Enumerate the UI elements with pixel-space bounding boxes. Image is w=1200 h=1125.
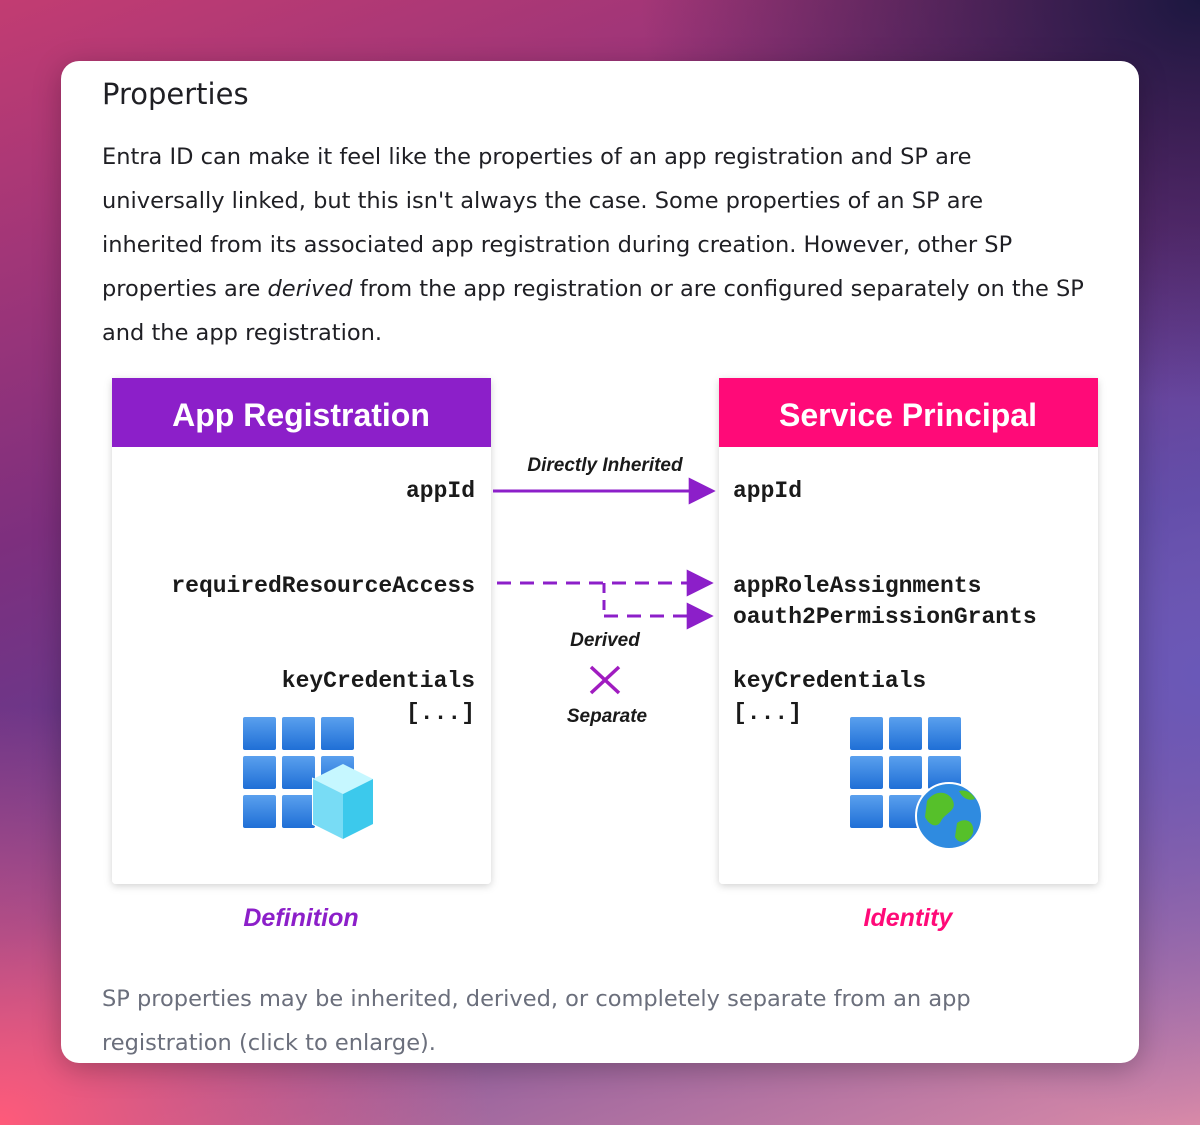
right-prop-oauth2-permission-grants: oauth2PermissionGrants — [733, 604, 1037, 630]
definition-label: Definition — [243, 904, 358, 932]
service-principal-title: Service Principal — [779, 397, 1037, 433]
paragraph-line: inherited from its associated app regist… — [102, 232, 1013, 258]
relation-inherited: Directly Inherited — [493, 455, 716, 505]
body-paragraph: Entra ID can make it feel like the prope… — [102, 135, 1122, 355]
caption-line: SP properties may be inherited, derived,… — [102, 986, 971, 1012]
inherited-label: Directly Inherited — [527, 455, 683, 476]
paragraph-text: from the app registration or are configu… — [352, 276, 1084, 302]
service-principal-box: Service Principal appId appRoleAssignmen… — [719, 378, 1098, 932]
enterprise-app-globe-icon — [850, 717, 983, 850]
properties-diagram[interactable]: App Registration appId requiredResourceA… — [61, 61, 1139, 961]
separate-x-mark — [589, 665, 621, 695]
paragraph-line: Entra ID can make it feel like the prope… — [102, 144, 972, 170]
right-prop-key-credentials: keyCredentials — [733, 668, 926, 694]
service-principal-header — [719, 378, 1098, 447]
figure-caption: SP properties may be inherited, derived,… — [102, 977, 1102, 1065]
paragraph-line: and the app registration. — [102, 320, 383, 346]
relation-separate: Separate — [493, 665, 717, 727]
app-registration-box: App Registration appId requiredResourceA… — [112, 378, 491, 932]
right-prop-app-role-assignments: appRoleAssignments — [733, 573, 981, 599]
relation-derived: Derived — [497, 569, 714, 651]
paragraph-line: universally linked, but this isn't alway… — [102, 188, 984, 214]
right-prop-ellipsis: [...] — [733, 700, 802, 726]
left-prop-ellipsis: [...] — [406, 700, 475, 726]
right-prop-appid: appId — [733, 478, 802, 504]
article-card: Properties Entra ID can make it feel lik… — [61, 61, 1139, 1063]
emphasis-derived: derived — [267, 276, 353, 302]
identity-label: Identity — [864, 904, 954, 932]
paragraph-text: properties are — [102, 276, 268, 302]
separate-label: Separate — [567, 706, 648, 727]
app-registration-title: App Registration — [172, 397, 430, 433]
section-heading: Properties — [102, 77, 249, 111]
app-registration-header — [112, 378, 491, 447]
app-registration-icon — [243, 717, 374, 841]
caption-line: registration (click to enlarge). — [102, 1030, 436, 1056]
left-prop-key-credentials: keyCredentials — [282, 668, 475, 694]
left-prop-required-resource-access: requiredResourceAccess — [171, 573, 475, 599]
paragraph-line: properties are derived from the app regi… — [102, 267, 1122, 311]
left-prop-appid: appId — [406, 478, 475, 504]
derived-label: Derived — [570, 630, 640, 651]
